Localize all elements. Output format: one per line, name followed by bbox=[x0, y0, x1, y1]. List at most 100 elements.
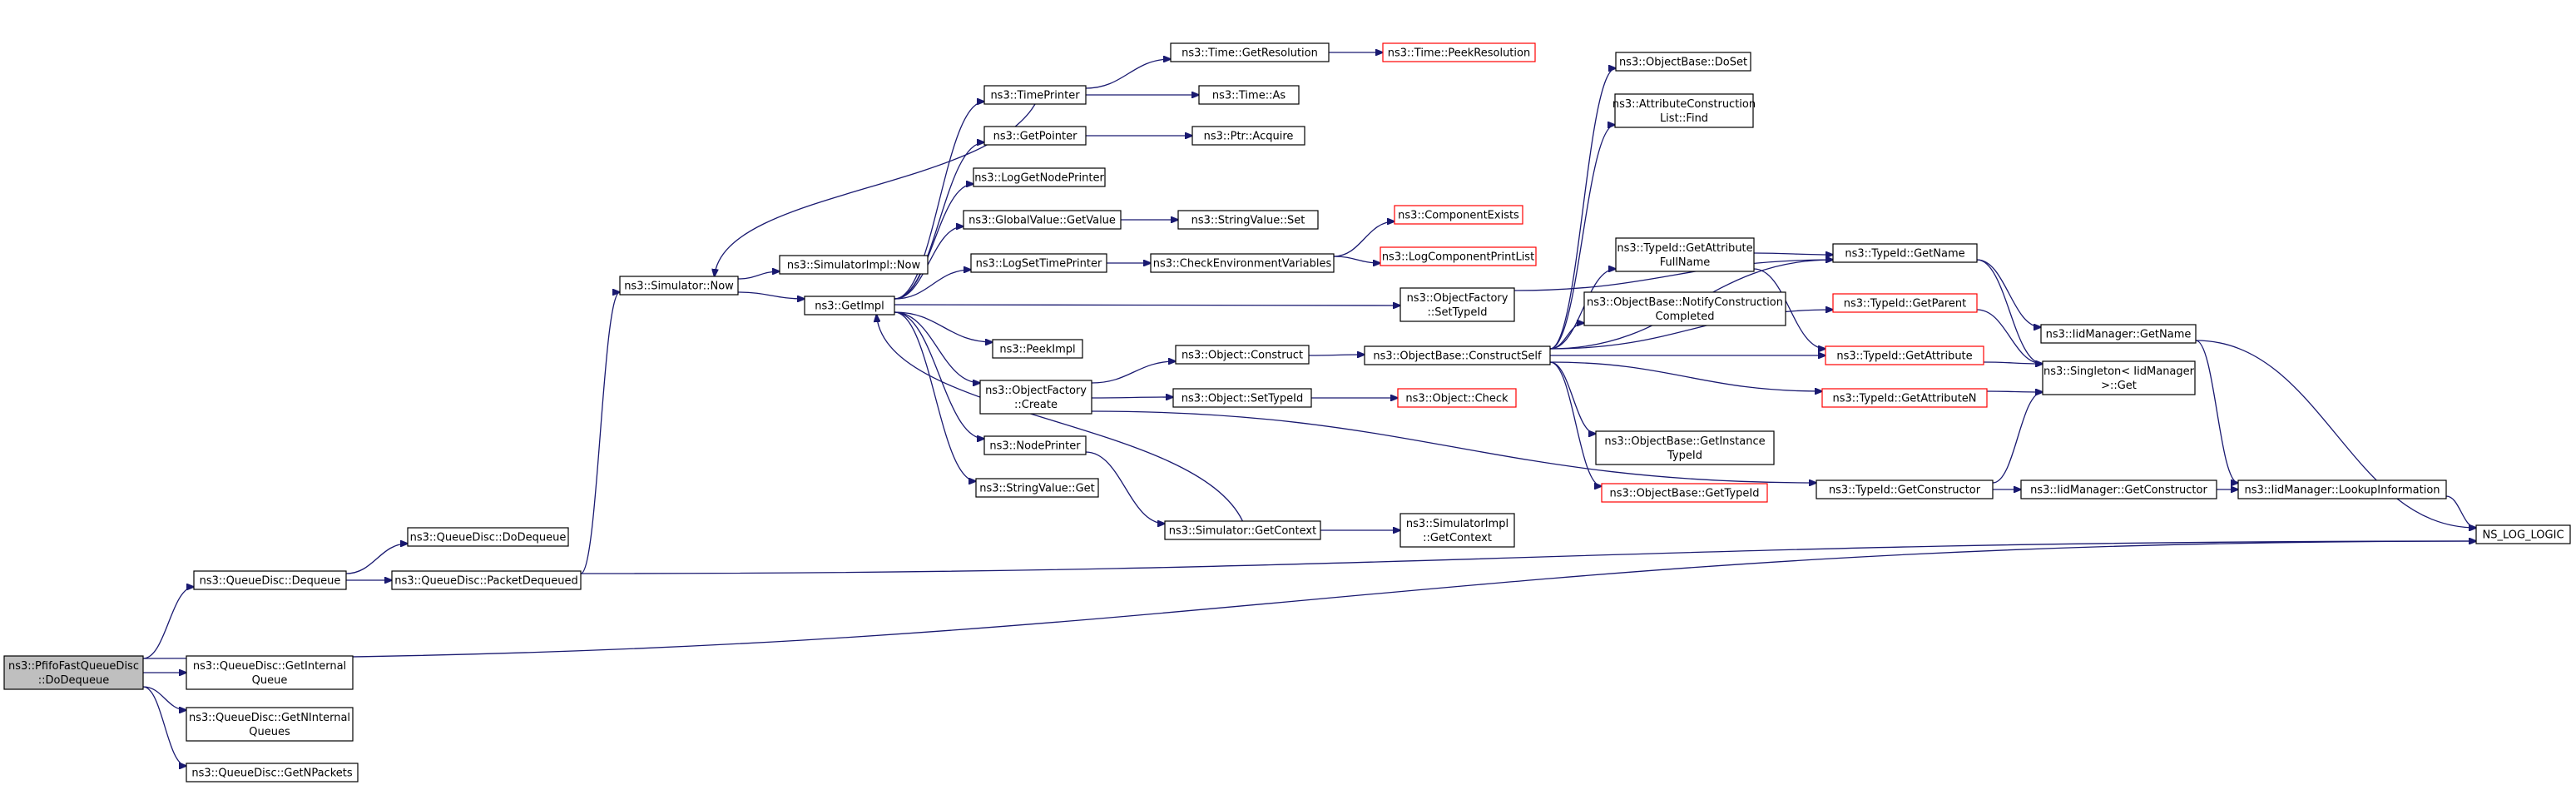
node-label: ns3::SimulatorImpl bbox=[1406, 518, 1508, 530]
node-get-npkts[interactable]: ns3::QueueDisc::GetNPackets bbox=[186, 763, 359, 783]
edge-path bbox=[894, 184, 973, 300]
node-sim-now[interactable]: ns3::Simulator::Now bbox=[619, 276, 739, 296]
node-box bbox=[1615, 237, 1755, 272]
node-obj-check[interactable]: ns3::Object::Check bbox=[1397, 388, 1517, 408]
node-label: ns3::TypeId::GetAttribute bbox=[1836, 350, 1972, 363]
edge-tid-get-attr-to-singleton-get bbox=[1983, 362, 2043, 364]
edge-ob-construct-self-to-attr-find bbox=[1549, 125, 1615, 350]
node-tid-get-attr-n[interactable]: ns3::TypeId::GetAttributeN bbox=[1821, 388, 1988, 408]
node-time-printer[interactable]: ns3::TimePrinter bbox=[983, 85, 1087, 105]
edge-path bbox=[894, 311, 976, 481]
edge-path bbox=[1085, 451, 1165, 524]
node-box bbox=[186, 707, 354, 742]
node-box bbox=[186, 763, 359, 783]
node-box bbox=[1832, 293, 1978, 313]
node-node-printer[interactable]: ns3::NodePrinter bbox=[983, 435, 1087, 455]
node-pkt-deq[interactable]: ns3::QueueDisc::PacketDequeued bbox=[391, 570, 582, 590]
node-time-get-res[interactable]: ns3::Time::GetResolution bbox=[1170, 42, 1330, 62]
node-label: ns3::Time::GetResolution bbox=[1181, 47, 1318, 60]
node-log-get-node[interactable]: ns3::LogGetNodePrinter bbox=[973, 167, 1106, 187]
node-tid-get-parent[interactable]: ns3::TypeId::GetParent bbox=[1832, 293, 1978, 313]
node-label: ns3::QueueDisc::PacketDequeued bbox=[394, 575, 578, 588]
node-log-set-time[interactable]: ns3::LogSetTimePrinter bbox=[970, 253, 1107, 273]
edge-path bbox=[2445, 495, 2476, 528]
edge-sim-now-to-get-impl bbox=[737, 291, 805, 299]
node-ns-log-logic[interactable]: NS_LOG_LOGIC bbox=[2475, 524, 2571, 544]
edge-node-printer-to-sim-get-ctx bbox=[1085, 451, 1165, 524]
node-gv-get-value[interactable]: ns3::GlobalValue::GetValue bbox=[963, 210, 1122, 230]
node-peek-impl[interactable]: ns3::PeekImpl bbox=[992, 339, 1083, 359]
node-sim-impl-now[interactable]: ns3::SimulatorImpl::Now bbox=[779, 255, 929, 275]
node-of-create[interactable]: ns3::ObjectFactory::Create bbox=[979, 380, 1092, 415]
node-box bbox=[391, 570, 582, 590]
edge-path bbox=[894, 311, 993, 342]
edge-path bbox=[1986, 391, 2043, 392]
node-time-as[interactable]: ns3::Time::As bbox=[1198, 85, 1300, 105]
node-tid-get-attr[interactable]: ns3::TypeId::GetAttribute bbox=[1825, 345, 1984, 365]
node-label: ns3::StringValue::Set bbox=[1191, 215, 1305, 227]
edge-tid-get-attr-full-to-tid-get-name bbox=[1753, 253, 1833, 255]
node-label: ns3::QueueDisc::Dequeue bbox=[200, 575, 341, 588]
edge-path bbox=[142, 587, 194, 659]
node-label: ns3::Object::Check bbox=[1405, 393, 1508, 405]
edge-path bbox=[1992, 392, 2043, 484]
node-sim-impl-get-ctx[interactable]: ns3::SimulatorImpl::GetContext bbox=[1399, 513, 1515, 548]
node-label: ns3::IidManager::GetName bbox=[2046, 329, 2192, 341]
node-layer: ns3::PfifoFastQueueDisc::DoDequeuens3::Q… bbox=[3, 42, 2571, 783]
node-sv-set[interactable]: ns3::StringValue::Set bbox=[1177, 210, 1319, 230]
node-label: FullName bbox=[1660, 256, 1711, 269]
node-deq[interactable]: ns3::QueueDisc::Dequeue bbox=[193, 570, 347, 590]
node-ob-get-type-id[interactable]: ns3::ObjectBase::GetTypeId bbox=[1601, 483, 1768, 503]
node-box bbox=[2475, 524, 2571, 544]
node-ob-notify[interactable]: ns3::ObjectBase::NotifyConstructionCompl… bbox=[1583, 291, 1786, 326]
node-obj-construct[interactable]: ns3::Object::Construct bbox=[1175, 345, 1310, 365]
node-iid-lookup[interactable]: ns3::IidManager::LookupInformation bbox=[2237, 479, 2447, 499]
node-do-deq[interactable]: ns3::QueueDisc::DoDequeue bbox=[407, 527, 569, 547]
node-label: Queues bbox=[249, 726, 290, 738]
node-log-comp-print[interactable]: ns3::LogComponentPrintList bbox=[1380, 246, 1537, 266]
node-box bbox=[1583, 291, 1786, 326]
edge-path bbox=[894, 270, 971, 300]
node-check-env[interactable]: ns3::CheckEnvironmentVariables bbox=[1150, 253, 1335, 273]
node-ob-do-set[interactable]: ns3::ObjectBase::DoSet bbox=[1615, 52, 1751, 72]
node-time-peek-res[interactable]: ns3::Time::PeekResolution bbox=[1382, 42, 1536, 62]
node-label: ns3::TypeId::GetName bbox=[1845, 248, 1964, 261]
node-tid-get-ctor[interactable]: ns3::TypeId::GetConstructor bbox=[1816, 479, 1994, 499]
node-label: ns3::ObjectFactory bbox=[985, 385, 1087, 397]
node-get-impl[interactable]: ns3::GetImpl bbox=[804, 296, 895, 316]
node-box bbox=[979, 380, 1092, 415]
edge-tid-get-name-to-iid-get-name bbox=[1976, 259, 2041, 327]
edge-path bbox=[1549, 323, 1584, 350]
node-sim-get-ctx[interactable]: ns3::Simulator::GetContext bbox=[1164, 520, 1321, 540]
node-iid-get-ctor[interactable]: ns3::IidManager::GetConstructor bbox=[2020, 479, 2217, 499]
node-root[interactable]: ns3::PfifoFastQueueDisc::DoDequeue bbox=[3, 655, 144, 690]
edge-path bbox=[1976, 259, 2043, 364]
edge-ob-construct-self-to-tid-get-attr-n bbox=[1549, 361, 1822, 391]
node-comp-exists[interactable]: ns3::ComponentExists bbox=[1394, 205, 1523, 225]
edge-path bbox=[1091, 410, 1816, 483]
node-box bbox=[1198, 85, 1300, 105]
edge-path bbox=[876, 315, 1244, 522]
node-ptr-acquire[interactable]: ns3::Ptr::Acquire bbox=[1191, 126, 1305, 146]
node-get-pointer[interactable]: ns3::GetPointer bbox=[983, 126, 1087, 146]
node-tid-get-name[interactable]: ns3::TypeId::GetName bbox=[1832, 243, 1978, 263]
edge-get-impl-to-peek-impl bbox=[894, 311, 993, 342]
node-ob-construct-self[interactable]: ns3::ObjectBase::ConstructSelf bbox=[1364, 345, 1551, 365]
node-box bbox=[983, 435, 1087, 455]
edge-tid-get-parent-to-singleton-get bbox=[1976, 309, 2043, 364]
node-singleton-get[interactable]: ns3::Singleton< IidManager>::Get bbox=[2042, 360, 2196, 395]
node-obj-set-type-id[interactable]: ns3::Object::SetTypeId bbox=[1172, 388, 1312, 408]
node-of-set-type-id[interactable]: ns3::ObjectFactory::SetTypeId bbox=[1399, 287, 1515, 322]
node-box bbox=[963, 210, 1122, 230]
node-iid-get-name[interactable]: ns3::IidManager::GetName bbox=[2040, 324, 2197, 344]
node-label: ns3::IidManager::LookupInformation bbox=[2244, 484, 2440, 497]
edge-get-impl-to-log-set-time bbox=[894, 270, 971, 300]
edge-tid-get-name-to-singleton-get bbox=[1976, 259, 2043, 364]
node-sv-get[interactable]: ns3::StringValue::Get bbox=[975, 478, 1099, 498]
